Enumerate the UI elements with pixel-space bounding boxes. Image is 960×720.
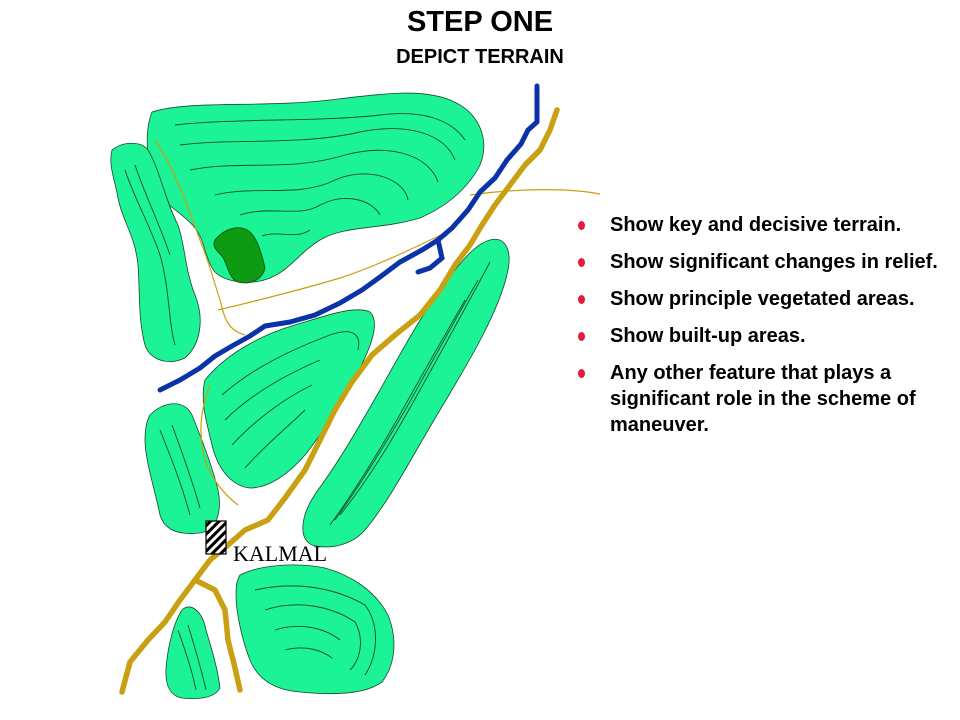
built-up-area-kalmal — [205, 520, 227, 555]
bullet-text: Show key and decisive terrain. — [610, 214, 902, 236]
terrain-areas — [110, 92, 510, 700]
town-label-kalmal: KALMAL — [233, 541, 327, 566]
bullet-text: Show built-up areas. — [610, 325, 806, 347]
trail-west — [200, 384, 239, 506]
main-road — [119, 107, 560, 695]
bullet-text: Any other feature that plays a significa… — [610, 362, 916, 436]
hill-mass-south — [235, 564, 395, 695]
bullet-item: Show built-up areas. — [578, 323, 950, 349]
bullet-text: Show significant changes in relief. — [610, 251, 938, 273]
road-spur — [192, 577, 243, 693]
slide-subtitle: DEPICT TERRAIN — [396, 46, 564, 68]
bullet-item: Show key and decisive terrain. — [578, 212, 950, 238]
trail-east — [469, 189, 601, 196]
trails — [154, 139, 601, 506]
bullet-item: Show principle vegetated areas. — [578, 286, 950, 312]
bullet-dot-icon — [578, 221, 585, 230]
slide-title: STEP ONE — [406, 6, 554, 38]
contour-lines — [124, 113, 491, 691]
bullet-item: Show significant changes in relief. — [578, 249, 950, 275]
hill-mass-southwest — [165, 606, 221, 700]
bullet-item: Any other feature that plays a significa… — [578, 360, 950, 438]
bullet-dot-icon — [578, 369, 585, 378]
bullet-text: Show principle vegetated areas. — [610, 288, 915, 310]
river-branch — [415, 237, 445, 275]
river — [157, 83, 540, 393]
bullet-list: Show key and decisive terrain. Show sign… — [578, 212, 950, 449]
trail-central — [217, 227, 456, 311]
bullet-dot-icon — [578, 295, 585, 304]
trail-north — [154, 139, 246, 336]
vegetated-area — [213, 227, 266, 284]
bullet-dot-icon — [578, 332, 585, 341]
hill-mass-northwest — [110, 142, 201, 362]
bullet-dot-icon — [578, 258, 585, 267]
hill-mass-north — [146, 92, 484, 283]
hill-mass-west — [144, 403, 220, 534]
